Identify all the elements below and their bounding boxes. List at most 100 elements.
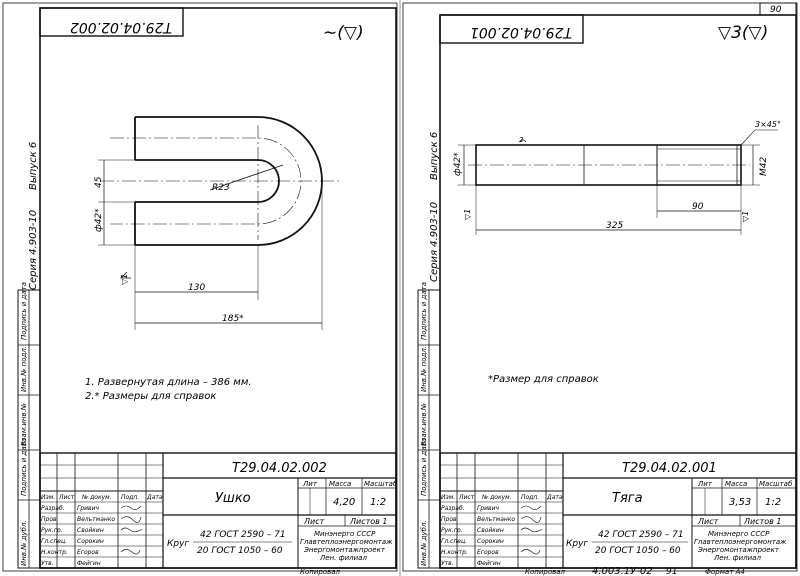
right-series: Серия 4.903-10 [429, 202, 440, 282]
right-footer-code: 4.003.1У-02 [592, 566, 653, 576]
right-side-label-1: Подпись и дата [420, 282, 428, 340]
left-dim-d42: ф42* [94, 208, 104, 232]
right-dim-m42: М42 [759, 157, 769, 176]
right-note: *Размер для справок [488, 374, 599, 385]
left-side-label-5: Инв.№ дубл. [20, 520, 28, 566]
left-tb-material-label: Круг [167, 539, 189, 549]
right-tb-mass-label: Масса [725, 480, 747, 488]
right-sheet: Т29.04.02.001 ▽3(▽) Выпуск 6 Серия 4.903… [402, 2, 798, 576]
right-dim-chamfer: 3×45° [755, 120, 781, 129]
right-tb-org-2: Главтеплоэнергомонтаж [694, 538, 787, 546]
left-side-label-4: Взам.инв.№ [20, 403, 28, 446]
right-tb-material-1: 42 ГОСТ 2590 – 71 [598, 530, 684, 540]
left-tb-name: Ушко [215, 491, 251, 506]
right-dim-325: 325 [606, 221, 623, 231]
right-top-stamp: Т29.04.02.001 [470, 24, 572, 40]
left-tb-role-4: Гл.спец. [41, 538, 67, 545]
right-tb-header-4: Подп. [521, 494, 539, 501]
right-footer-left: Копировал [525, 568, 566, 576]
right-tb-org-1: Минэнерго СССР [708, 530, 770, 538]
left-tb-header-5: Дата [146, 494, 163, 501]
right-tb-role-4: Гл.спец. [441, 538, 467, 545]
right-tb-code: Т29.04.02.001 [622, 461, 717, 476]
right-title-block [439, 452, 797, 569]
left-tb-role-2: Пров. [41, 516, 59, 523]
right-tb-header-5: Дата [546, 494, 563, 501]
right-dim-90: 90 [692, 202, 704, 212]
right-signatures [520, 505, 543, 555]
left-tb-header-3: № докум. [81, 494, 112, 501]
right-tb-role-5: Н.контр. [441, 549, 468, 556]
left-note-1: 1. Развернутая длина – 386 мм. [85, 377, 252, 388]
right-tb-person-1: Гривич [477, 505, 499, 512]
left-tb-org-1: Минэнерго СССР [314, 530, 376, 538]
right-dim-d42: ф42* [453, 152, 463, 176]
right-tb-sheets: Листов 1 [743, 517, 782, 526]
right-tb-material-2: 20 ГОСТ 1050 – 60 [595, 546, 681, 556]
right-tb-lit-label: Лит [697, 480, 713, 488]
right-tb-org-3: Энергомонтажпроект [697, 546, 780, 554]
left-title-block [39, 452, 397, 569]
left-tb-person-3: Свойкин [77, 527, 104, 534]
left-tb-person-6: Фейгин [77, 560, 101, 567]
right-tb-role-1: Разраб. [441, 505, 465, 512]
left-tb-code: Т29.04.02.002 [232, 461, 327, 476]
left-tb-org-2: Главтеплоэнергомонтаж [300, 538, 393, 546]
right-curve-mark: 2 [519, 136, 524, 144]
right-tb-material-label: Круг [566, 539, 588, 549]
right-tb-sheet: Лист [697, 517, 719, 526]
left-tb-sheet: Лист [303, 517, 325, 526]
left-issue: Выпуск 6 [28, 142, 39, 190]
right-tb-scale: 1:2 [765, 497, 781, 508]
left-dim-185: 185* [222, 314, 244, 324]
left-side-label-3: Подпись и дата [20, 438, 28, 496]
left-tb-sheets: Листов 1 [349, 517, 388, 526]
right-tb-mass: 3,53 [729, 497, 751, 508]
right-tb-person-3: Свойкин [477, 527, 504, 534]
right-footer-right: Формат А4 [705, 568, 745, 576]
left-tb-role-3: Рук.гр. [41, 527, 63, 534]
left-tb-role-1: Разраб. [41, 505, 65, 512]
left-tb-org-4: Лен. филиал [319, 554, 367, 562]
left-tb-header-4: Подп. [121, 494, 139, 501]
left-dim-130: 130 [188, 283, 205, 293]
right-tb-name: Тяга [612, 491, 643, 506]
left-tb-mass: 4,20 [333, 497, 355, 508]
right-tb-header-1: Изм. [441, 494, 455, 501]
left-tb-person-1: Гривич [77, 505, 99, 512]
left-dim-45: 45 [94, 176, 104, 188]
right-tb-header-2: Лист [458, 494, 475, 501]
right-side-label-2: Инв.№ подл. [420, 346, 428, 392]
left-tb-person-2: Вельтманко [77, 516, 115, 523]
left-tb-scale-label: Масштаб [364, 480, 398, 488]
left-tb-scale: 1:2 [370, 497, 386, 508]
left-tb-material-1: 42 ГОСТ 2590 – 71 [200, 530, 286, 540]
left-part-ushko [98, 116, 340, 330]
left-footer: Копировал [300, 568, 341, 576]
left-note-2: 2.* Размеры для справок [85, 391, 216, 402]
left-dim-r23: R23 [212, 183, 230, 193]
left-top-stamp: Т29.04.02.002 [70, 19, 172, 35]
right-part-tyaga [458, 129, 778, 235]
right-tb-scale-label: Масштаб [759, 480, 793, 488]
left-sheet: Т29.04.02.002 ∼(▽) Выпуск 6 Серия 4.903-… [2, 2, 398, 576]
left-tb-header-2: Лист [58, 494, 75, 501]
left-tb-org-3: Энергомонтажпроект [303, 546, 386, 554]
left-roughness: ∼(▽) [323, 23, 364, 43]
right-tb-person-4: Сорокин [477, 538, 504, 545]
left-tb-role-6: Утв. [41, 560, 54, 567]
left-tb-lit-label: Лит [302, 480, 318, 488]
right-tb-person-2: Вельтманко [477, 516, 515, 523]
right-surface-mark-2: ▽1 [741, 211, 750, 222]
left-tb-person-4: Сорокин [77, 538, 104, 545]
right-tb-role-6: Утв. [441, 560, 454, 567]
right-footer-num: 91 [666, 567, 677, 576]
right-roughness: ▽3(▽) [718, 23, 768, 43]
left-tb-material-2: 20 ГОСТ 1050 – 60 [197, 546, 283, 556]
right-side-label-3: Подпись и дата [420, 438, 428, 496]
left-signatures [120, 505, 143, 555]
page-number: 90 [770, 5, 782, 15]
left-tb-person-5: Егоров [77, 549, 99, 556]
left-side-label-2: Инв.№ подл. [20, 346, 28, 392]
